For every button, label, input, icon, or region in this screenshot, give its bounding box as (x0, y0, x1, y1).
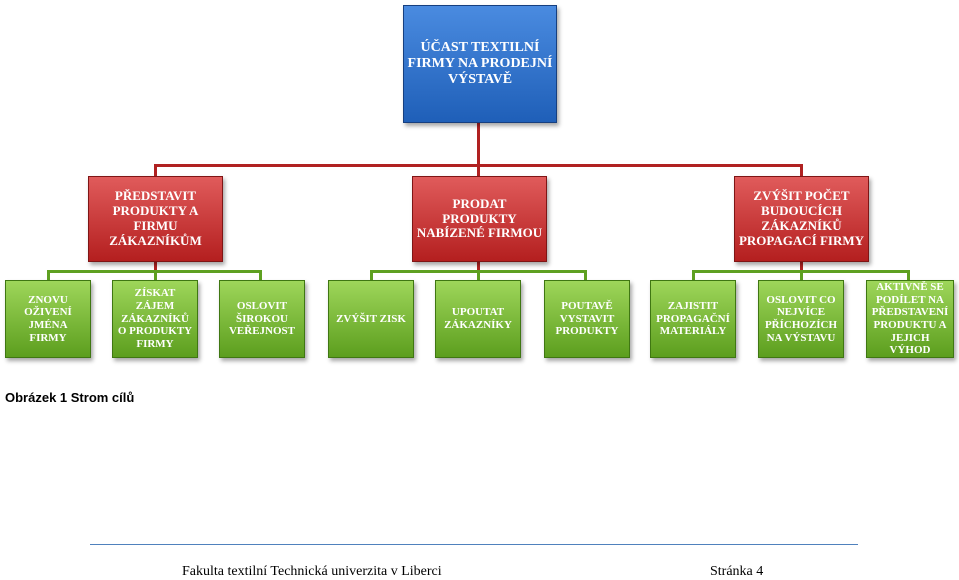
connector-group2-b (477, 270, 480, 282)
connector-level1-left (154, 164, 157, 178)
root-node-label: ÚČAST TEXTILNÍ FIRMY NA PRODEJNÍ VÝSTAVĚ (407, 39, 553, 88)
connector-group1-down (154, 262, 157, 272)
connector-level1-right (800, 164, 803, 178)
level2-node-label: AKTIVNĚ SE PODÍLET NA PŘEDSTAVENÍ PRODUK… (871, 281, 949, 357)
level2-node-7: ZAJISTIT PROPAGAČNÍ MATERIÁLY (650, 280, 736, 358)
connector-group2-a (370, 270, 373, 282)
level2-node-9: AKTIVNĚ SE PODÍLET NA PŘEDSTAVENÍ PRODUK… (866, 280, 954, 358)
figure-caption: Obrázek 1 Strom cílů (5, 390, 135, 405)
connector-root-down (477, 122, 480, 166)
connector-group1-a (47, 270, 50, 282)
connector-group3-c (907, 270, 910, 282)
connector-group2-c (584, 270, 587, 282)
level2-node-8: OSLOVIT CO NEJVÍCE PŘÍCHOZÍCH NA VÝSTAVU (758, 280, 844, 358)
footer-rule (90, 544, 858, 545)
level1-node-label: ZVÝŠIT POČET BUDOUCÍCH ZÁKAZNÍKŮ PROPAGA… (738, 188, 865, 248)
footer-left: Fakulta textilní Technická univerzita v … (182, 564, 442, 579)
level2-node-3: OSLOVIT ŠIROKOU VEŘEJNOST (219, 280, 305, 358)
level1-node-label: PRODAT PRODUKTY NABÍZENÉ FIRMOU (416, 195, 543, 241)
level2-node-label: ZNOVU OŽIVENÍ JMÉNA FIRMY (24, 293, 72, 344)
connector-group2-down (477, 262, 480, 272)
root-node: ÚČAST TEXTILNÍ FIRMY NA PRODEJNÍ VÝSTAVĚ (403, 5, 557, 123)
level2-node-label: UPOUTAT ZÁKAZNÍKY (444, 306, 512, 331)
connector-group1-c (259, 270, 262, 282)
footer-page-number: Stránka 4 (710, 564, 764, 579)
level2-node-label: ZVÝŠIT ZISK (336, 312, 406, 325)
level2-node-label: ZAJISTIT PROPAGAČNÍ MATERIÁLY (656, 300, 730, 338)
level2-node-label: ZÍSKAT ZÁJEM ZÁKAZNÍKŮ O PRODUKTY FIRMY (117, 287, 193, 350)
level2-node-label: OSLOVIT CO NEJVÍCE PŘÍCHOZÍCH NA VÝSTAVU (764, 293, 838, 344)
level1-node-sell: PRODAT PRODUKTY NABÍZENÉ FIRMOU (412, 176, 547, 262)
level1-node-present: PŘEDSTAVIT PRODUKTY A FIRMU ZÁKAZNÍKŮM (88, 176, 223, 262)
level2-node-6: POUTAVĚ VYSTAVIT PRODUKTY (544, 280, 630, 358)
connector-group1-b (154, 270, 157, 282)
level2-node-4: ZVÝŠIT ZISK (328, 280, 414, 358)
level1-node-grow: ZVÝŠIT POČET BUDOUCÍCH ZÁKAZNÍKŮ PROPAGA… (734, 176, 869, 262)
level2-node-5: UPOUTAT ZÁKAZNÍKY (435, 280, 521, 358)
level2-node-1: ZNOVU OŽIVENÍ JMÉNA FIRMY (5, 280, 91, 358)
connector-group3-a (692, 270, 695, 282)
connector-group3-down (800, 262, 803, 272)
connector-group3-b (800, 270, 803, 282)
level2-node-2: ZÍSKAT ZÁJEM ZÁKAZNÍKŮ O PRODUKTY FIRMY (112, 280, 198, 358)
level1-node-label: PŘEDSTAVIT PRODUKTY A FIRMU ZÁKAZNÍKŮM (109, 188, 202, 248)
connector-level1-mid (477, 164, 480, 178)
level2-node-label: POUTAVĚ VYSTAVIT PRODUKTY (555, 300, 619, 338)
level2-node-label: OSLOVIT ŠIROKOU VEŘEJNOST (228, 300, 296, 338)
